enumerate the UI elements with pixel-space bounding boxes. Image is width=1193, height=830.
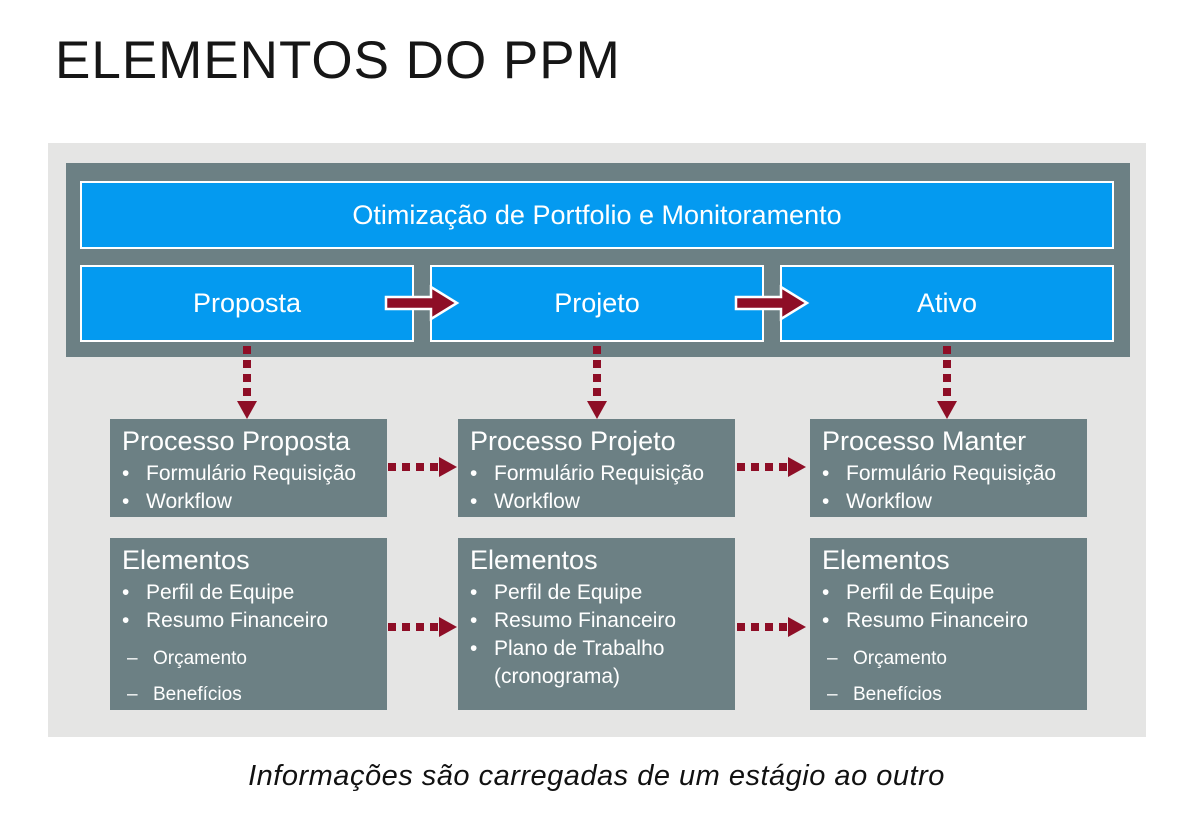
sub-list-item: – Orçamento: [822, 648, 1077, 671]
diagram-panel: Otimização de Portfolio e Monitoramento …: [48, 143, 1146, 737]
banner-portfolio-optimization: Otimização de Portfolio e Monitoramento: [80, 181, 1114, 249]
list-item-label: Workflow: [494, 489, 580, 513]
stage-box-proposta: Proposta: [80, 265, 414, 342]
list-item: • Formulário Requisição: [122, 460, 377, 488]
bullet-icon: •: [822, 581, 830, 605]
dotted-right-arrow-icon: [388, 617, 457, 637]
bullet-icon: •: [822, 608, 830, 632]
box-title: Elementos: [122, 545, 250, 575]
dash-icon: –: [827, 647, 838, 669]
flow-arrow-icon: [384, 284, 460, 322]
sub-list-item: – Benefícios: [822, 684, 1077, 707]
bullet-icon: •: [470, 462, 478, 486]
stage-label: Ativo: [916, 288, 978, 318]
list-item: • Workflow: [822, 488, 1077, 516]
elements-box-ativo: Elementos • Perfil de Equipe • Resumo Fi…: [810, 538, 1087, 710]
list-item: • Resumo Financeiro: [470, 607, 725, 635]
list-item: • Perfil de Equipe: [122, 579, 377, 607]
stage-label: Proposta: [192, 288, 302, 318]
box-title: Processo Manter: [822, 426, 1027, 456]
dash-icon: –: [127, 647, 138, 669]
list-item: • Resumo Financeiro: [822, 607, 1077, 635]
bullet-icon: •: [122, 462, 130, 486]
flow-arrow-icon: [734, 284, 810, 322]
list-item-label: Formulário Requisição: [146, 462, 357, 486]
bullet-icon: •: [470, 489, 478, 513]
dotted-down-arrow-icon: [237, 346, 257, 419]
list-item-label: Workflow: [146, 489, 232, 513]
list-item-label: Formulário Requisição: [494, 462, 705, 486]
bullet-icon: •: [122, 489, 130, 513]
list-item: • Plano de Trabalho (cronograma): [470, 635, 725, 691]
list-item: • Formulário Requisição: [470, 460, 725, 488]
dash-icon: –: [827, 683, 838, 705]
list-item-label: Resumo Financeiro: [146, 608, 329, 632]
list-item-label: Resumo Financeiro: [494, 608, 677, 632]
bullet-icon: •: [822, 462, 830, 486]
list-item-label: Perfil de Equipe: [846, 581, 995, 605]
bullet-icon: •: [470, 608, 478, 632]
list-item: • Perfil de Equipe: [470, 579, 725, 607]
dotted-down-arrow-icon: [937, 346, 957, 419]
caption: Informações são carregadas de um estágio…: [248, 760, 945, 792]
sub-list-item-label: Benefícios: [153, 683, 242, 705]
stage-box-projeto: Projeto: [430, 265, 764, 342]
box-title: Elementos: [470, 545, 598, 575]
list-item: • Formulário Requisição: [822, 460, 1077, 488]
dash-icon: –: [127, 683, 138, 705]
stage-box-ativo: Ativo: [780, 265, 1114, 342]
list-item: • Perfil de Equipe: [822, 579, 1077, 607]
box-title: Processo Projeto: [470, 426, 676, 456]
dotted-right-arrow-icon: [737, 457, 806, 477]
banner-label: Otimização de Portfolio e Monitoramento: [352, 199, 842, 230]
sub-list-item-label: Benefícios: [853, 683, 942, 705]
sub-list-item: – Orçamento: [122, 648, 377, 671]
elements-box-projeto: Elementos • Perfil de Equipe • Resumo Fi…: [458, 538, 735, 710]
bullet-icon: •: [122, 581, 130, 605]
dotted-down-arrow-icon: [587, 346, 607, 419]
sub-list-item: – Benefícios: [122, 684, 377, 707]
list-item-label: Perfil de Equipe: [494, 581, 643, 605]
list-item-label: Formulário Requisição: [846, 462, 1057, 486]
process-box-proposta: Processo Proposta • Formulário Requisiçã…: [110, 419, 387, 517]
bullet-icon: •: [822, 489, 830, 513]
sub-list-item-label: Orçamento: [853, 647, 947, 669]
list-item-label: Resumo Financeiro: [846, 608, 1029, 632]
page-title: ELEMENTOS DO PPM: [55, 31, 621, 90]
stage-label: Projeto: [554, 288, 640, 318]
process-box-manter: Processo Manter • Formulário Requisição …: [810, 419, 1087, 517]
bullet-icon: •: [122, 608, 130, 632]
dotted-right-arrow-icon: [388, 457, 457, 477]
list-item-label: Perfil de Equipe: [146, 581, 295, 605]
box-title: Processo Proposta: [122, 426, 351, 456]
elements-box-proposta: Elementos • Perfil de Equipe • Resumo Fi…: [110, 538, 387, 710]
bullet-icon: •: [470, 581, 478, 605]
box-title: Elementos: [822, 545, 950, 575]
sub-list-item-label: Orçamento: [153, 647, 247, 669]
dotted-right-arrow-icon: [737, 617, 806, 637]
process-box-projeto: Processo Projeto • Formulário Requisição…: [458, 419, 735, 517]
bullet-icon: •: [470, 636, 478, 660]
list-item: • Workflow: [470, 488, 725, 516]
list-item-label: Workflow: [846, 489, 932, 513]
list-item: • Workflow: [122, 488, 377, 516]
list-item: • Resumo Financeiro: [122, 607, 377, 635]
list-item-label: Plano de Trabalho (cronograma): [494, 636, 665, 688]
